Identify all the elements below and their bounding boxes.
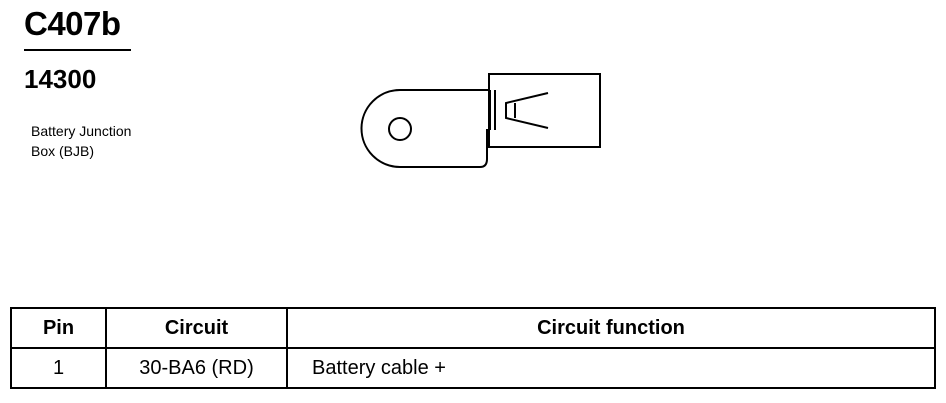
column-header-pin: Pin — [10, 307, 107, 349]
description-line-1: Battery Junction — [31, 123, 132, 139]
column-header-circuit: Circuit — [105, 307, 288, 349]
terminal-hole — [388, 117, 412, 141]
description-line-2: Box (BJB) — [31, 143, 95, 159]
column-header-circuit-function: Circuit function — [286, 307, 936, 349]
part-number: 14300 — [24, 64, 97, 94]
title-underline — [24, 49, 131, 51]
pin-cell: 1 — [10, 347, 107, 389]
pin-table: Pin Circuit Circuit function 1 30-BA6 (R… — [10, 307, 936, 389]
ring-terminal-connector-icon — [360, 73, 601, 168]
circuit-function-cell: Battery cable + — [286, 347, 936, 389]
table-row: 1 30-BA6 (RD) Battery cable + — [10, 347, 936, 389]
table-header-row: Pin Circuit Circuit function — [10, 307, 936, 349]
connector-id: C407b — [24, 5, 121, 42]
ring-terminal — [360, 89, 490, 168]
spring-contact — [505, 92, 549, 129]
component-description: Battery Junction Box (BJB) — [31, 121, 131, 161]
circuit-cell: 30-BA6 (RD) — [105, 347, 288, 389]
